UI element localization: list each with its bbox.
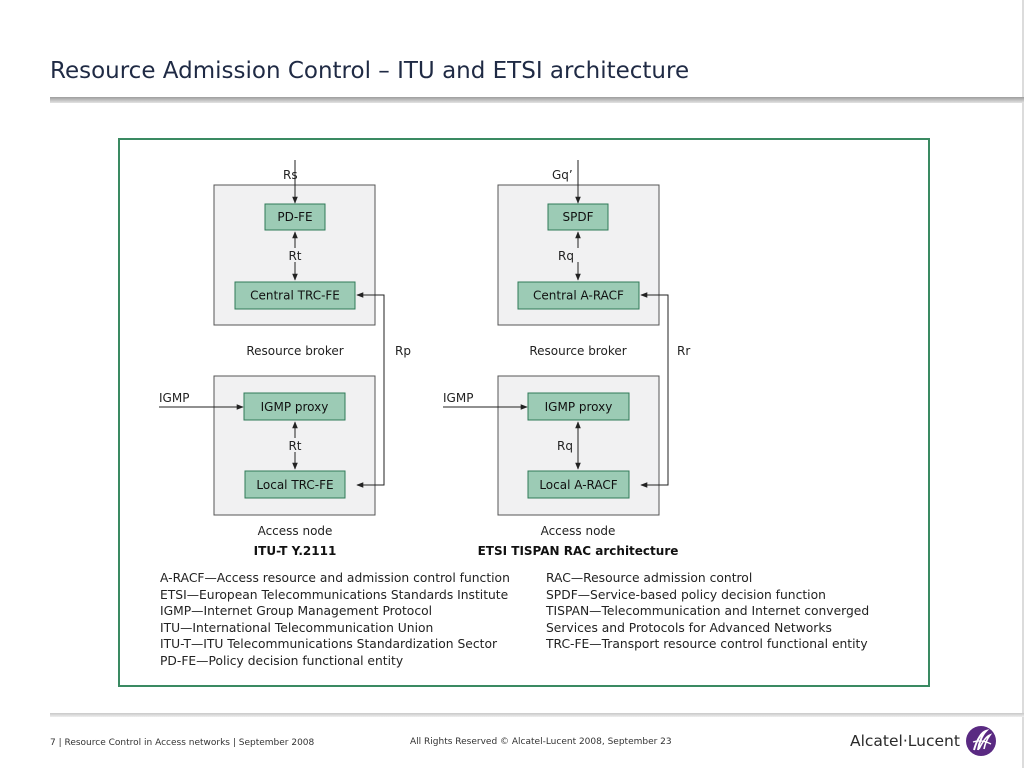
- itu-architecture: Rs PD-FE Rt Central TRC-FE Resource brok…: [159, 160, 411, 558]
- slide-title: Resource Admission Control – ITU and ETS…: [50, 58, 690, 84]
- etsi-spdf-label: SPDF: [563, 210, 594, 224]
- etsi-gq-label: Gq’: [552, 168, 573, 182]
- company-logo: Alcatel·Lucent: [850, 726, 997, 756]
- etsi-spdf-box: [547, 203, 609, 231]
- itu-resource-broker-label: Resource broker: [246, 344, 343, 358]
- glossary-entry: IGMP—Internet Group Management Protocol: [160, 604, 432, 618]
- glossary-entry: ITU—International Telecommunication Unio…: [160, 621, 433, 635]
- etsi-resource-broker-label: Resource broker: [529, 344, 626, 358]
- etsi-igmp-input-label: IGMP: [443, 391, 473, 405]
- itu-rp-link: [356, 292, 385, 488]
- itu-caption: ITU-T Y.2111: [254, 544, 337, 558]
- glossary-entry: SPDF—Service-based policy decision funct…: [546, 588, 826, 602]
- etsi-local-aracf-box: [527, 470, 630, 499]
- itu-local-trcfe-label: Local TRC-FE: [256, 478, 333, 492]
- etsi-caption: ETSI TISPAN RAC architecture: [478, 544, 679, 558]
- etsi-igmp-proxy-label: IGMP proxy: [545, 400, 613, 414]
- etsi-central-aracf-box: [517, 281, 640, 310]
- glossary-entry: ITU-T—ITU Telecommunications Standardiza…: [160, 637, 498, 651]
- etsi-rr-label: Rr: [677, 344, 690, 358]
- itu-igmp-proxy-box: [243, 392, 346, 421]
- itu-lower-rt-bg: [284, 438, 306, 452]
- itu-lower-rt-label: Rt: [288, 439, 301, 453]
- footer-divider: [50, 713, 1024, 717]
- glossary-entry: TRC-FE—Transport resource control functi…: [545, 637, 868, 651]
- footer-page-info: 7 | Resource Control in Access networks …: [50, 738, 315, 748]
- glossary-entry: ETSI—European Telecommunications Standar…: [160, 588, 508, 602]
- itu-igmp-proxy-label: IGMP proxy: [261, 400, 329, 414]
- glossary-entry: Services and Protocols for Advanced Netw…: [546, 621, 832, 635]
- etsi-upper-rq-label: Rq: [558, 249, 574, 263]
- etsi-rr-link: [640, 292, 669, 488]
- glossary-right: RAC—Resource admission control SPDF—Serv…: [545, 571, 869, 651]
- glossary-entry: A-RACF—Access resource and admission con…: [160, 571, 510, 585]
- title-underline: [50, 97, 1024, 103]
- itu-upper-rt-label: Rt: [288, 249, 301, 263]
- itu-igmp-input-label: IGMP: [159, 391, 189, 405]
- etsi-architecture: Gq’ SPDF Rq Central A-RACF Resource brok…: [443, 160, 690, 558]
- etsi-igmp-proxy-box: [527, 392, 630, 421]
- itu-central-trcfe-label: Central TRC-FE: [250, 289, 340, 303]
- itu-rp-label: Rp: [395, 344, 411, 358]
- alcatel-lucent-swirl-icon: [965, 726, 996, 756]
- glossary-entry: RAC—Resource admission control: [546, 571, 752, 585]
- slide-right-edge: [1022, 0, 1024, 768]
- itu-central-trcfe-box: [234, 281, 356, 310]
- etsi-lower-rq-bg: [554, 438, 576, 452]
- itu-local-trcfe-box: [244, 470, 346, 499]
- etsi-lower-rq-label: Rq: [557, 439, 573, 453]
- glossary-entry: TISPAN—Telecommunication and Internet co…: [545, 604, 869, 618]
- itu-pdfe-box: [264, 203, 326, 231]
- glossary-left: A-RACF—Access resource and admission con…: [160, 571, 510, 668]
- etsi-local-aracf-label: Local A-RACF: [539, 478, 617, 492]
- itu-rs-label: Rs: [283, 168, 298, 182]
- glossary-entry: PD-FE—Policy decision functional entity: [160, 654, 403, 668]
- logo-wordmark: Alcatel·Lucent: [850, 732, 960, 750]
- itu-pdfe-label: PD-FE: [277, 210, 312, 224]
- footer-copyright: All Rights Reserved © Alcatel-Lucent 200…: [410, 737, 672, 747]
- itu-upper-rt-bg: [284, 248, 306, 262]
- etsi-access-node-label: Access node: [541, 524, 616, 538]
- itu-access-node-label: Access node: [258, 524, 333, 538]
- etsi-central-aracf-label: Central A-RACF: [533, 289, 624, 303]
- etsi-upper-rq-bg: [566, 248, 590, 262]
